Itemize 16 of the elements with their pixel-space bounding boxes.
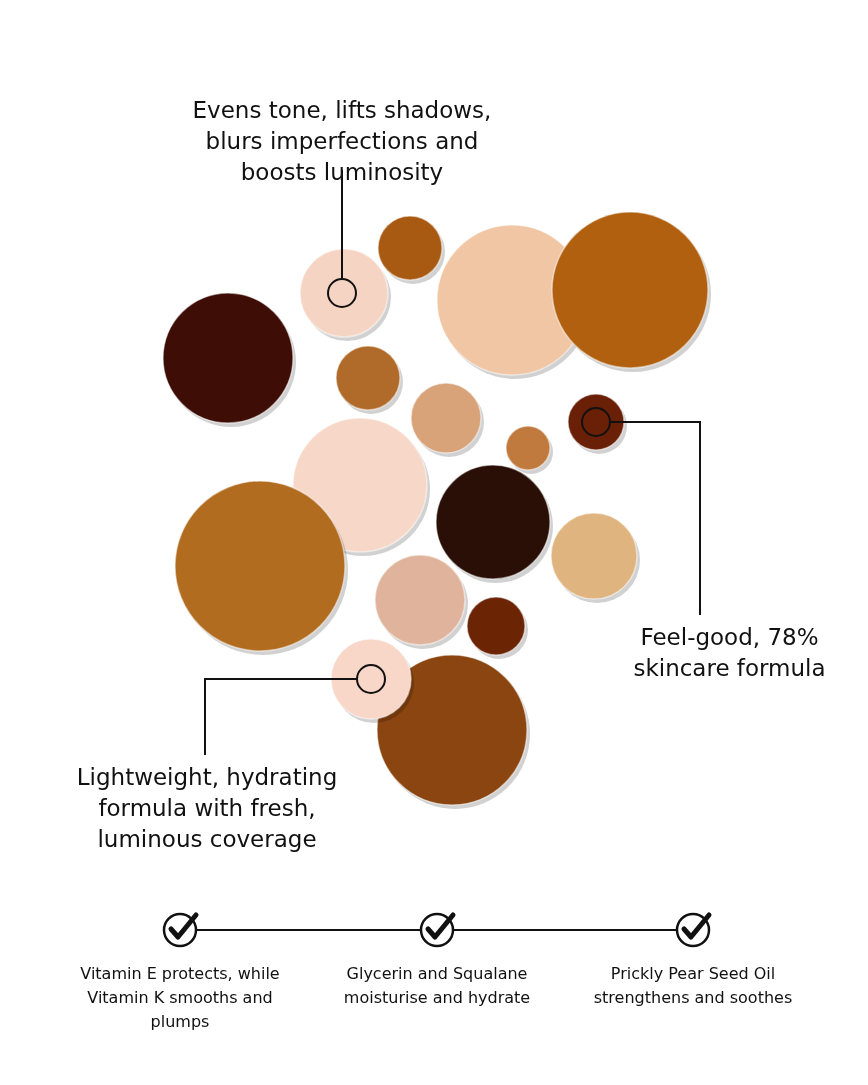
connector-line (196, 929, 421, 931)
leader-line (204, 678, 358, 756)
feature-text: Vitamin E protects, while Vitamin K smooths and plumps (79, 963, 281, 1033)
callout-text: Feel-good, 78% skincare formula (612, 622, 847, 684)
checkmark-icon (419, 912, 456, 948)
feature-text: Prickly Pear Seed Oil strengthens and soothes (592, 963, 794, 1009)
callout-text: Evens tone, lifts shadows, blurs imperfections and boosts luminosity (172, 95, 512, 188)
connector-line (453, 929, 677, 931)
checkmark-icon (162, 912, 199, 948)
marker-circle (327, 278, 357, 308)
marker-circle (356, 664, 386, 694)
leader-line (609, 421, 701, 616)
callout-text: Lightweight, hydrating formula with fresh, luminous coverage (52, 762, 362, 855)
feature-text: Glycerin and Squalane moisturise and hydrate (342, 963, 532, 1009)
marker-circle (581, 407, 611, 437)
checkmark-icon (675, 912, 712, 948)
